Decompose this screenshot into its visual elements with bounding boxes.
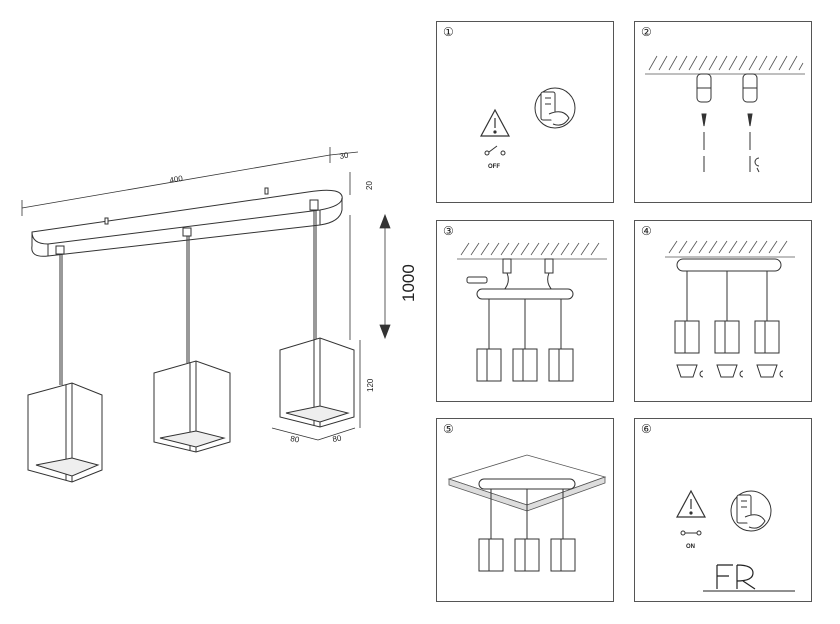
canopy-bar <box>478 478 576 572</box>
ceiling-hatch <box>457 242 607 260</box>
dimension-drawing: 400 30 20 1000 120 80 80 <box>21 147 418 483</box>
canopy-bar <box>466 258 574 300</box>
step-1-panel: ① OFF <box>436 21 614 203</box>
mounting-brackets <box>696 73 758 103</box>
step-6-panel: ⑥ ON <box>634 418 812 602</box>
dim-depth-label: 30 <box>339 150 350 161</box>
warning-icon <box>479 108 511 137</box>
ceiling-hatch <box>645 55 805 75</box>
shade-2 <box>153 360 231 453</box>
step-2-panel: ② <box>634 21 812 203</box>
shade-1 <box>27 382 103 483</box>
screws-and-anchors <box>701 113 760 173</box>
brand-logo <box>703 564 795 592</box>
step-3-panel: ③ <box>436 220 614 402</box>
step-6-illustration: ON <box>675 489 772 550</box>
dim-drop-label: 1000 <box>399 264 418 302</box>
dim-shade-height-label: 120 <box>366 378 375 392</box>
remote-hand-icon <box>534 87 576 129</box>
ceiling-hatch <box>665 240 795 258</box>
dim-shade-width-b-label: 80 <box>332 433 343 444</box>
step-5-illustration <box>447 454 607 572</box>
switch-off-label: OFF <box>488 164 500 170</box>
remote-hand-icon <box>730 490 772 532</box>
step-1-number: ① <box>443 25 454 39</box>
switch-icon <box>680 530 702 536</box>
canopy-bar <box>674 258 782 354</box>
step-3-number: ③ <box>443 224 454 238</box>
switch-on-label: ON <box>686 544 695 550</box>
shade-3 <box>279 337 355 428</box>
step-5-number: ⑤ <box>443 422 454 436</box>
dim-length-label: 400 <box>169 174 184 185</box>
step-4-number: ④ <box>641 224 652 238</box>
dim-shade-width-a-label: 80 <box>290 434 301 445</box>
step-2-illustration <box>645 55 805 173</box>
step-1-illustration: OFF <box>479 87 576 170</box>
switch-icon <box>484 145 506 156</box>
step-3-illustration <box>457 242 607 382</box>
bulb-icons <box>676 364 784 378</box>
step-2-number: ② <box>641 25 652 39</box>
dim-canopy-height-label: 20 <box>365 181 374 190</box>
step-4-panel: ④ <box>634 220 812 402</box>
warning-icon <box>675 489 707 518</box>
step-6-number: ⑥ <box>641 422 652 436</box>
pendant-shades <box>27 337 355 483</box>
pendants <box>476 299 574 382</box>
step-4-illustration <box>665 240 795 378</box>
step-5-panel: ⑤ <box>436 418 614 602</box>
